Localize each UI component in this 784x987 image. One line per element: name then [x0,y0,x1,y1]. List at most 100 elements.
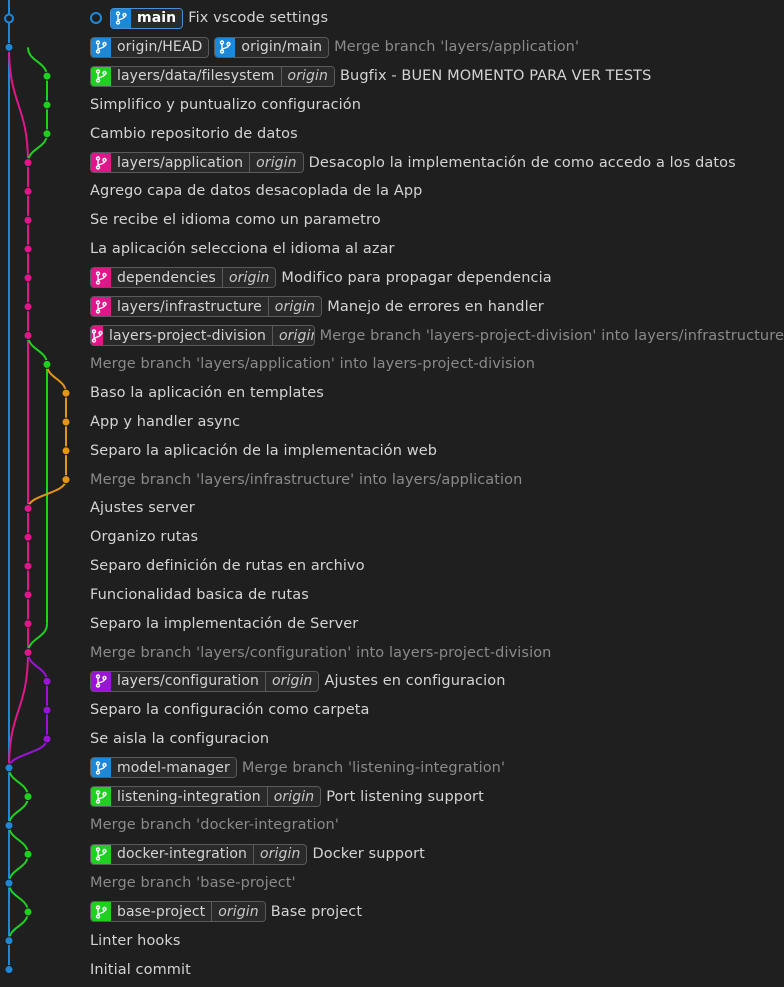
commit-row[interactable]: Merge branch 'layers/configuration' into… [90,638,784,667]
remote-origin-label: origin [280,66,334,86]
branch-ref-badge[interactable]: model-manager [90,757,237,779]
commit-dot [23,244,33,254]
branch-ref-name: layers-project-division [103,326,272,345]
commit-row[interactable]: App y handler async [90,408,784,437]
commit-row[interactable]: Merge branch 'base-project' [90,869,784,898]
graph-curve [8,825,29,855]
branch-ref-name: docker-integration [111,844,253,864]
commit-row[interactable]: Funcionalidad basica de rutas [90,581,784,610]
commit-row[interactable]: Separo la implementación de Server [90,609,784,638]
branch-ref-badge[interactable]: layers-project-divisionorigin [90,325,315,346]
remote-origin-label: origin [265,671,319,691]
git-branch-icon [91,326,103,345]
commit-row[interactable]: Se aisla la configuracion [90,725,784,754]
commit-row[interactable]: Cambio repositorio de datos [90,119,784,148]
branch-ref-name: layers/infrastructure [111,297,268,317]
commit-message: Ajustes server [90,500,195,517]
commit-dot [42,100,52,110]
git-branch-icon [91,758,111,778]
git-branch-icon [91,37,111,57]
commit-message: Ajustes en configuracion [324,673,506,690]
commit-row[interactable]: layers-project-divisionoriginMerge branc… [90,321,784,350]
graph-curve [27,623,48,653]
commit-message: Se aisla la configuracion [90,730,270,747]
commit-message: Baso la aplicación en templates [90,385,324,402]
commit-message: Separo la configuración como carpeta [90,702,370,719]
branch-ref-name: origin/HEAD [111,37,209,57]
commit-row[interactable]: Linter hooks [90,926,784,955]
branch-ref-name: layers/data/filesystem [111,66,281,86]
commit-dot [23,302,33,312]
commit-row[interactable]: Merge branch 'layers/infrastructure' int… [90,465,784,494]
commit-message: Base project [270,903,363,920]
branch-ref-name: origin/main [235,37,329,57]
commit-message: Separo la aplicación de la implementació… [90,442,438,459]
commit-dot [61,446,71,456]
commit-row[interactable]: Separo la configuración como carpeta [90,696,784,725]
branch-ref-name: base-project [111,902,212,922]
commit-message: Desacoplo la implementación de como acce… [308,154,736,171]
commit-dot [42,676,52,686]
commit-message: Simplifico y puntualizo configuración [90,96,362,113]
remote-origin-label: origin [266,787,321,807]
commit-row[interactable]: Se recibe el idioma como un parametro [90,206,784,235]
remote-origin-label: origin [267,297,322,317]
git-branch-icon [91,671,111,691]
branch-ref-badge[interactable]: main [110,7,184,29]
branch-ref-badge[interactable]: origin/main [214,36,330,58]
commit-row[interactable]: Separo la aplicación de la implementació… [90,436,784,465]
graph-curve [8,652,29,768]
commit-row[interactable]: Initial commit [90,955,784,984]
commit-dot [4,42,14,52]
commit-dot [23,503,33,513]
commit-dot [42,734,52,744]
commit-dot [61,388,71,398]
commit-row[interactable]: Separo definición de rutas en archivo [90,552,784,581]
commit-dot [61,475,71,485]
commit-message: App y handler async [90,413,241,430]
commit-row[interactable]: Baso la aplicación en templates [90,379,784,408]
commit-row[interactable]: Merge branch 'layers/application' into l… [90,350,784,379]
branch-ref-badge[interactable]: origin/HEAD [90,36,210,58]
commit-graph [4,0,71,975]
graph-curve [8,911,29,941]
commit-row[interactable]: Agrego capa de datos desacoplada de la A… [90,177,784,206]
commit-row[interactable]: Organizo rutas [90,523,784,552]
commit-row[interactable]: La aplicación selecciona el idioma al az… [90,235,784,264]
commit-dot [23,907,33,917]
graph-curve [27,335,48,365]
git-branch-icon [91,297,111,317]
commit-row[interactable]: Merge branch 'docker-integration' [90,811,784,840]
commit-dot [23,158,33,168]
commit-dot [4,878,14,888]
commit-row[interactable]: Simplifico y puntualizo configuración [90,91,784,120]
commit-row[interactable]: Ajustes server [90,494,784,523]
commit-dot [23,792,33,802]
commit-dot [4,763,14,773]
git-branch-icon [91,844,111,864]
commit-dot [4,965,14,975]
git-branch-icon [91,153,111,173]
commit-dot [23,619,33,629]
branch-ref-name: model-manager [111,758,236,778]
commit-dot [23,215,33,225]
